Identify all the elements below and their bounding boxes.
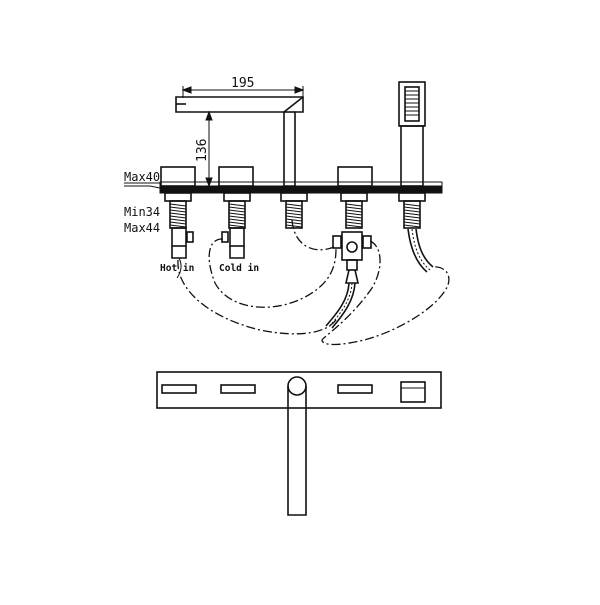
dimension-width: 195	[181, 76, 305, 98]
deck-surface	[159, 181, 443, 187]
hot-in-label: Hot in	[160, 263, 194, 274]
cold-handle	[218, 166, 254, 187]
plan-spout-base	[287, 376, 307, 396]
hand-shower	[398, 81, 426, 187]
plan-view	[156, 371, 442, 516]
connection-paths	[177, 219, 450, 346]
plan-shower-holder	[400, 381, 426, 403]
cold-shank	[223, 192, 251, 229]
cold-valve	[221, 227, 245, 259]
diverter-handle	[337, 166, 373, 187]
plan-diverter-handle	[337, 384, 373, 394]
deck-thickness-leader: Max40	[124, 170, 160, 189]
max44-label: Max44	[124, 221, 160, 235]
front-elevation: 195 136 Max40 Min34 Max44	[124, 76, 450, 346]
plan-hot-handle	[161, 384, 197, 394]
dimension-195-label: 195	[231, 76, 254, 91]
plan-deck-plate	[156, 371, 442, 409]
dimension-height: 136	[195, 110, 213, 188]
shower-shank	[398, 192, 426, 229]
shanks	[164, 192, 426, 229]
plan-spout	[287, 386, 307, 516]
spout-shank	[280, 192, 308, 229]
hot-shank	[164, 192, 192, 229]
diverter-shank	[340, 192, 368, 229]
dimension-136-label: 136	[195, 139, 210, 162]
cold-in-label: Cold in	[219, 263, 259, 274]
hose-shower	[407, 228, 434, 273]
deck-plate	[159, 185, 443, 194]
plan-cold-handle	[220, 384, 256, 394]
hot-handle	[160, 166, 196, 187]
max40-label: Max40	[124, 170, 160, 184]
hose-diverter	[325, 282, 356, 329]
hot-valve	[171, 227, 194, 279]
diverter-body	[332, 231, 372, 284]
min34-label: Min34	[124, 205, 160, 219]
